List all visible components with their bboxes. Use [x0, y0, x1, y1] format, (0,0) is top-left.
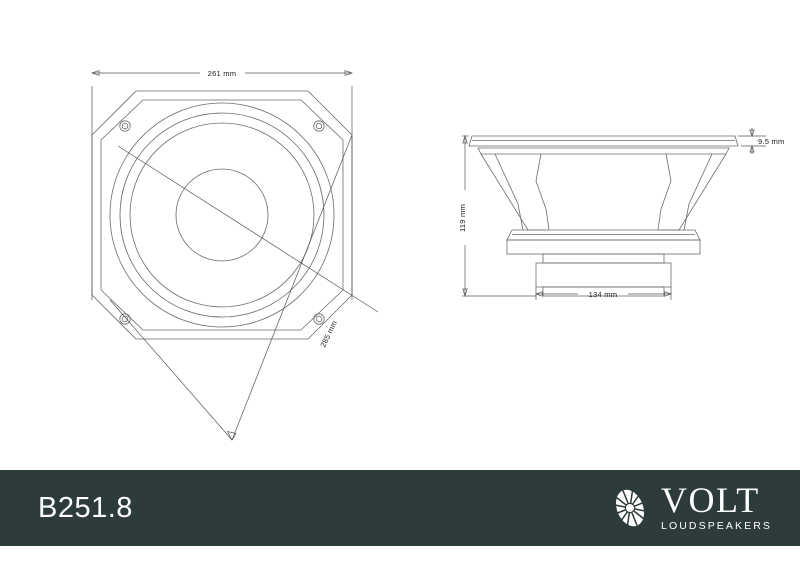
surround-ring-outer: [109, 102, 335, 328]
dimension-label-front-width: 261 mm: [208, 69, 237, 78]
front-view-group: 261 mm 285 mm: [90, 69, 379, 441]
dimension-side-depth: 119 mm: [458, 134, 536, 298]
mounting-hole-bottom-left: [119, 313, 131, 325]
basket-leg-4: [683, 153, 713, 231]
dust-cap: [175, 168, 269, 262]
dimension-label-side-flange: 9.5 mm: [758, 137, 785, 146]
mounting-holes-group: [119, 120, 325, 325]
brand-tagline-text: LOUDSPEAKERS: [661, 520, 772, 533]
cone-profile-right: [661, 153, 727, 231]
model-number-label: B251.8: [38, 491, 133, 524]
mounting-hole-top-left: [119, 120, 131, 132]
drawing-canvas: 261 mm 285 mm: [90, 69, 785, 441]
basket-leg-1: [494, 153, 524, 231]
dimension-side-flange: 9.5 mm: [738, 128, 785, 154]
cone-profile-left: [480, 153, 546, 231]
dimension-magnet-width: 134 mm: [534, 287, 673, 300]
magnet-back-plate: [542, 286, 665, 297]
dimension-front-width: 261 mm: [90, 69, 354, 300]
technical-drawing-svg: 261 mm 285 mm: [90, 69, 785, 441]
basket-lip: [477, 147, 730, 155]
mounting-hole-bottom-right: [313, 313, 325, 325]
basket-leg-3: [657, 153, 672, 231]
basket-leg-2: [535, 153, 550, 231]
chassis-octagon-outer: [91, 90, 353, 340]
surround-ring-inner: [119, 112, 325, 318]
magnet-top-plate: [506, 229, 701, 241]
magnet-body: [535, 262, 672, 288]
chassis-octagon-inner: [100, 99, 344, 331]
speaker-cone-logo-icon: [614, 489, 646, 527]
side-view-group: 9.5 mm 119 mm: [458, 128, 785, 300]
dimension-label-magnet-width: 134 mm: [589, 290, 618, 299]
footer-bar: B251.8: [0, 470, 800, 546]
dimension-label-side-depth: 119 mm: [458, 204, 467, 232]
brand-wordmark: VOLT LOUDSPEAKERS: [661, 479, 772, 533]
magnet-ring: [542, 253, 665, 264]
chassis-flange-outline: [468, 135, 739, 147]
mounting-hole-top-right: [313, 120, 325, 132]
brand-logo: VOLT LOUDSPEAKERS: [608, 479, 772, 533]
cone-outer-edge: [129, 122, 315, 308]
brand-name-text: VOLT: [661, 479, 760, 520]
magnet-upper-band: [506, 239, 701, 255]
